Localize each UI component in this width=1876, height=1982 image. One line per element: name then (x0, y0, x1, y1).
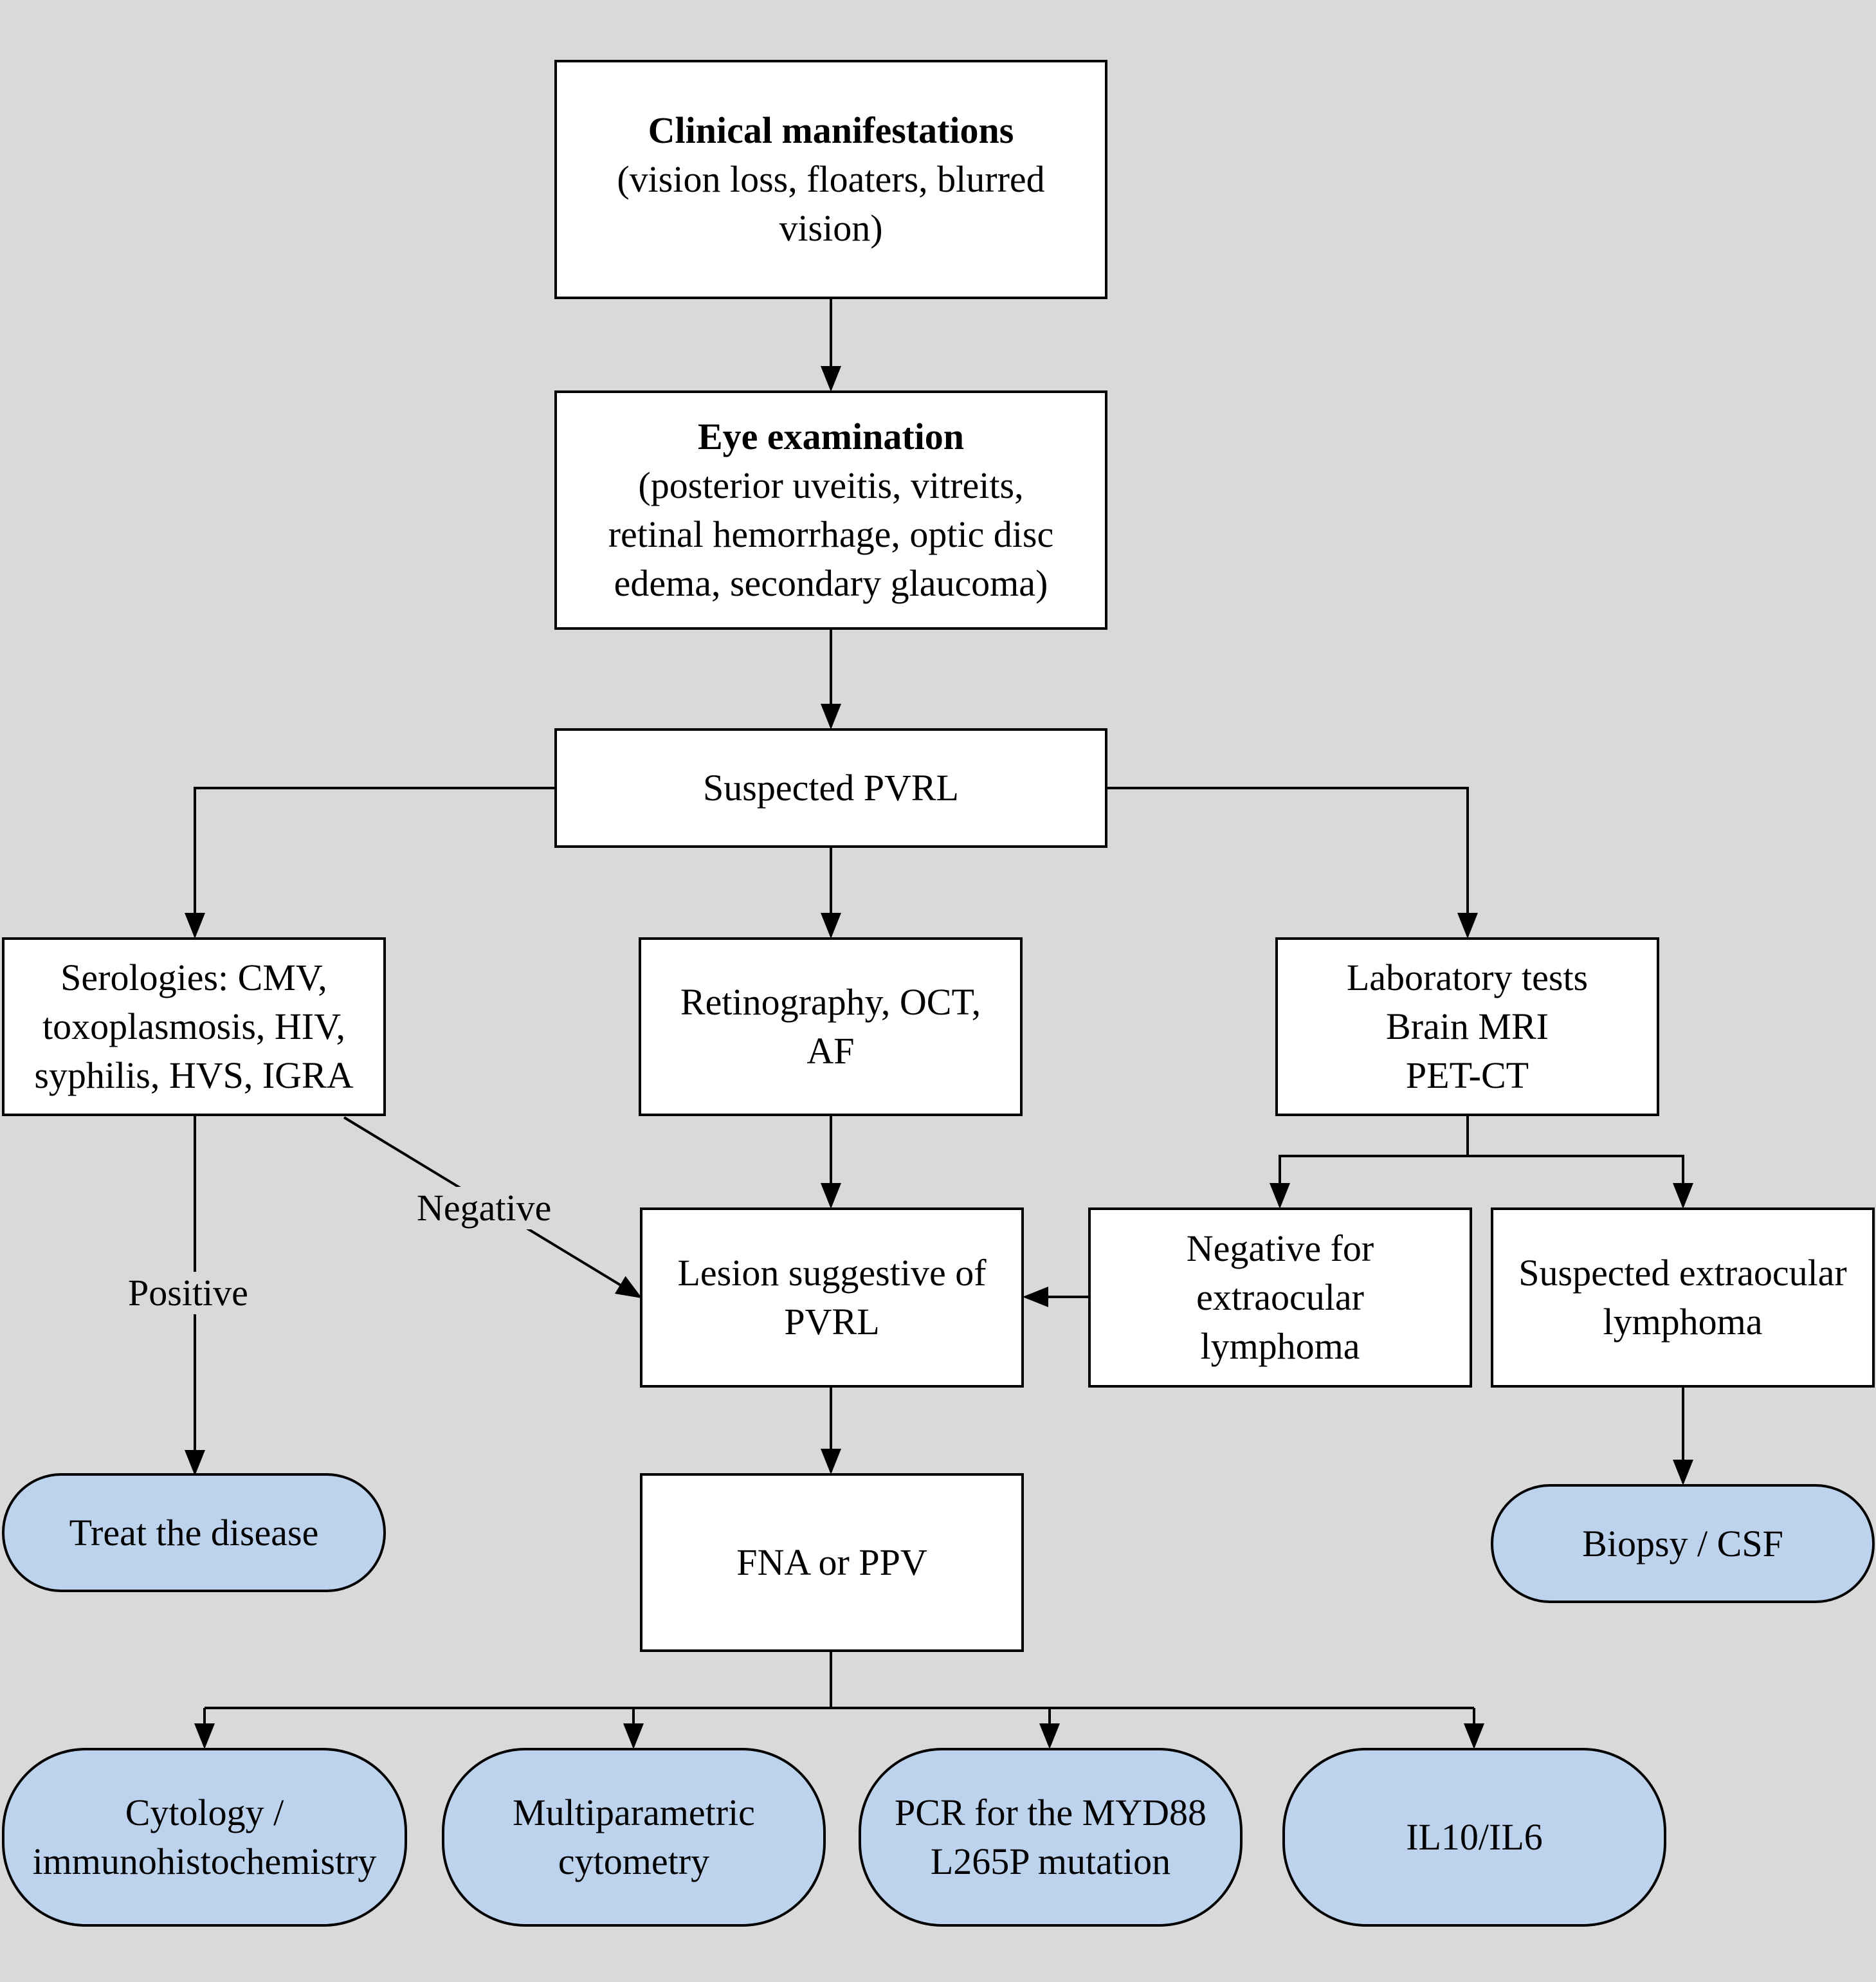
pcr-terminal: PCR for the MYD88 L265P mutation (859, 1748, 1243, 1927)
arrow-suspected-to-serologies (185, 787, 554, 939)
node-line: edema, secondary glaucoma) (614, 562, 1048, 604)
node-line: toxoplasmosis, HIV, (42, 1005, 346, 1047)
clinical-manifestations-box: Clinical manifestations (vision loss, fl… (554, 60, 1107, 299)
node-title: Eye examination (697, 416, 965, 457)
node-line: vision) (779, 207, 883, 249)
node-line: Suspected extraocular (1518, 1252, 1847, 1294)
node-line: Serologies: CMV, (60, 957, 327, 998)
negative-extraocular-box: Negative for extraocular lymphoma (1088, 1207, 1472, 1388)
node-line: retinal hemorrhage, optic disc (608, 513, 1054, 555)
node-line: Multiparametric (513, 1792, 755, 1833)
retinography-box: Retinography, OCT, AF (639, 937, 1023, 1116)
node-line: (posterior uveitis, vitreits, (638, 464, 1024, 506)
node-line: Suspected PVRL (703, 767, 959, 809)
eye-examination-box: Eye examination (posterior uveitis, vitr… (554, 390, 1107, 630)
fna-ppv-box: FNA or PPV (640, 1473, 1024, 1652)
treat-disease-terminal: Treat the disease (2, 1473, 386, 1592)
arrow-lab-to-negative-extraocular (1270, 1155, 1468, 1209)
node-line: Biopsy / CSF (1582, 1522, 1783, 1564)
lesion-suggestive-box: Lesion suggestive of PVRL (640, 1207, 1024, 1388)
node-line: Retinography, OCT, (680, 981, 981, 1023)
node-line: Negative for (1186, 1227, 1374, 1269)
node-line: lymphoma (1200, 1325, 1360, 1367)
negative-edge-label: Negative (412, 1187, 557, 1229)
node-line: Lesion suggestive of (677, 1252, 987, 1294)
node-line: cytometry (558, 1840, 710, 1882)
node-line: PET-CT (1405, 1054, 1529, 1096)
laboratory-tests-box: Laboratory tests Brain MRI PET-CT (1275, 937, 1659, 1116)
node-title: Clinical manifestations (648, 109, 1014, 151)
node-line: Brain MRI (1386, 1005, 1549, 1047)
node-line: L265P mutation (930, 1840, 1171, 1882)
arrow-suspected-to-lab-tests (1107, 787, 1478, 939)
node-line: (vision loss, floaters, blurred (617, 158, 1045, 200)
node-line: Cytology / (125, 1792, 284, 1833)
serologies-box: Serologies: CMV, toxoplasmosis, HIV, syp… (2, 937, 386, 1116)
node-line: FNA or PPV (736, 1541, 927, 1583)
node-line: extraocular (1196, 1276, 1364, 1318)
suspected-extraocular-box: Suspected extraocular lymphoma (1491, 1207, 1875, 1388)
node-line: IL10/IL6 (1406, 1816, 1543, 1858)
node-line: AF (806, 1030, 855, 1072)
multiparametric-terminal: Multiparametric cytometry (442, 1748, 826, 1927)
node-line: PVRL (784, 1301, 880, 1343)
positive-edge-label: Positive (123, 1272, 253, 1314)
node-line: PCR for the MYD88 (895, 1792, 1207, 1833)
node-line: lymphoma (1603, 1301, 1763, 1343)
node-line: immunohistochemistry (32, 1840, 377, 1882)
node-line: Treat the disease (69, 1511, 319, 1554)
cytology-terminal: Cytology / immunohistochemistry (2, 1748, 407, 1927)
node-line: syphilis, HVS, IGRA (34, 1054, 354, 1096)
arrow-lab-to-suspected-extraocular (1468, 1155, 1693, 1209)
biopsy-csf-terminal: Biopsy / CSF (1491, 1484, 1875, 1603)
il10-il6-terminal: IL10/IL6 (1282, 1748, 1666, 1927)
suspected-pvrl-box: Suspected PVRL (554, 728, 1107, 848)
node-line: Laboratory tests (1346, 957, 1589, 998)
